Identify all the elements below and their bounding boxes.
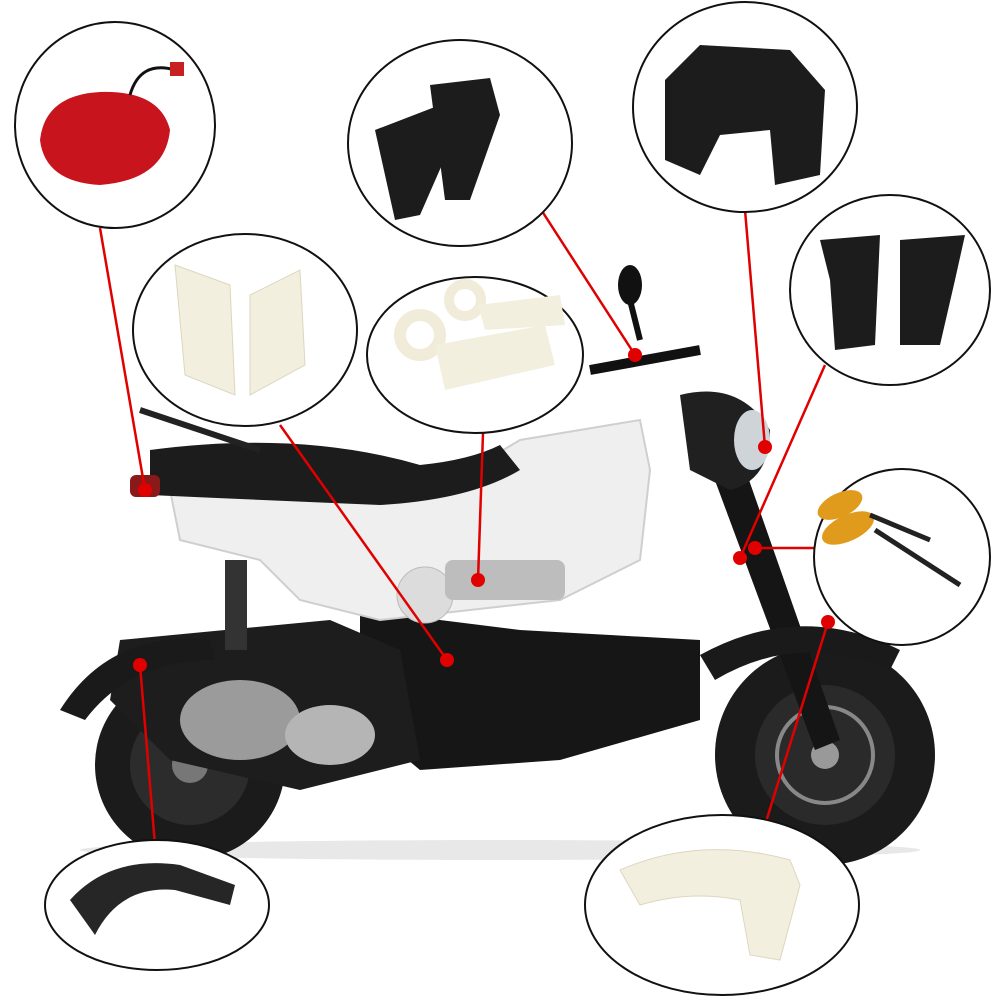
bubble-tail-light (14, 21, 216, 229)
rear-fender-on-bike (60, 638, 215, 720)
bubble-front-fender (584, 814, 860, 996)
bubble-rear-fender (44, 839, 270, 971)
front-fork (700, 440, 840, 750)
callout-lines (98, 207, 830, 846)
front-fender-on-bike (700, 626, 900, 680)
mirror (618, 265, 642, 305)
bubble-headlight-cover (632, 1, 858, 213)
engine (110, 620, 420, 790)
headlight (734, 410, 770, 470)
handlebar (589, 345, 701, 375)
bubble-turn-signals (813, 468, 991, 646)
callout-dots (133, 348, 835, 672)
bubble-rear-side-covers (132, 233, 358, 427)
bubble-fork-covers (789, 194, 991, 386)
rear-shock (225, 560, 247, 650)
rear-rack (139, 407, 261, 453)
frame (360, 610, 700, 770)
seat (150, 442, 520, 505)
frame-cover-plate (445, 560, 565, 600)
frame-cap (396, 566, 454, 624)
bubble-hand-guards (347, 39, 573, 247)
bubble-frame-side-covers (366, 276, 584, 434)
